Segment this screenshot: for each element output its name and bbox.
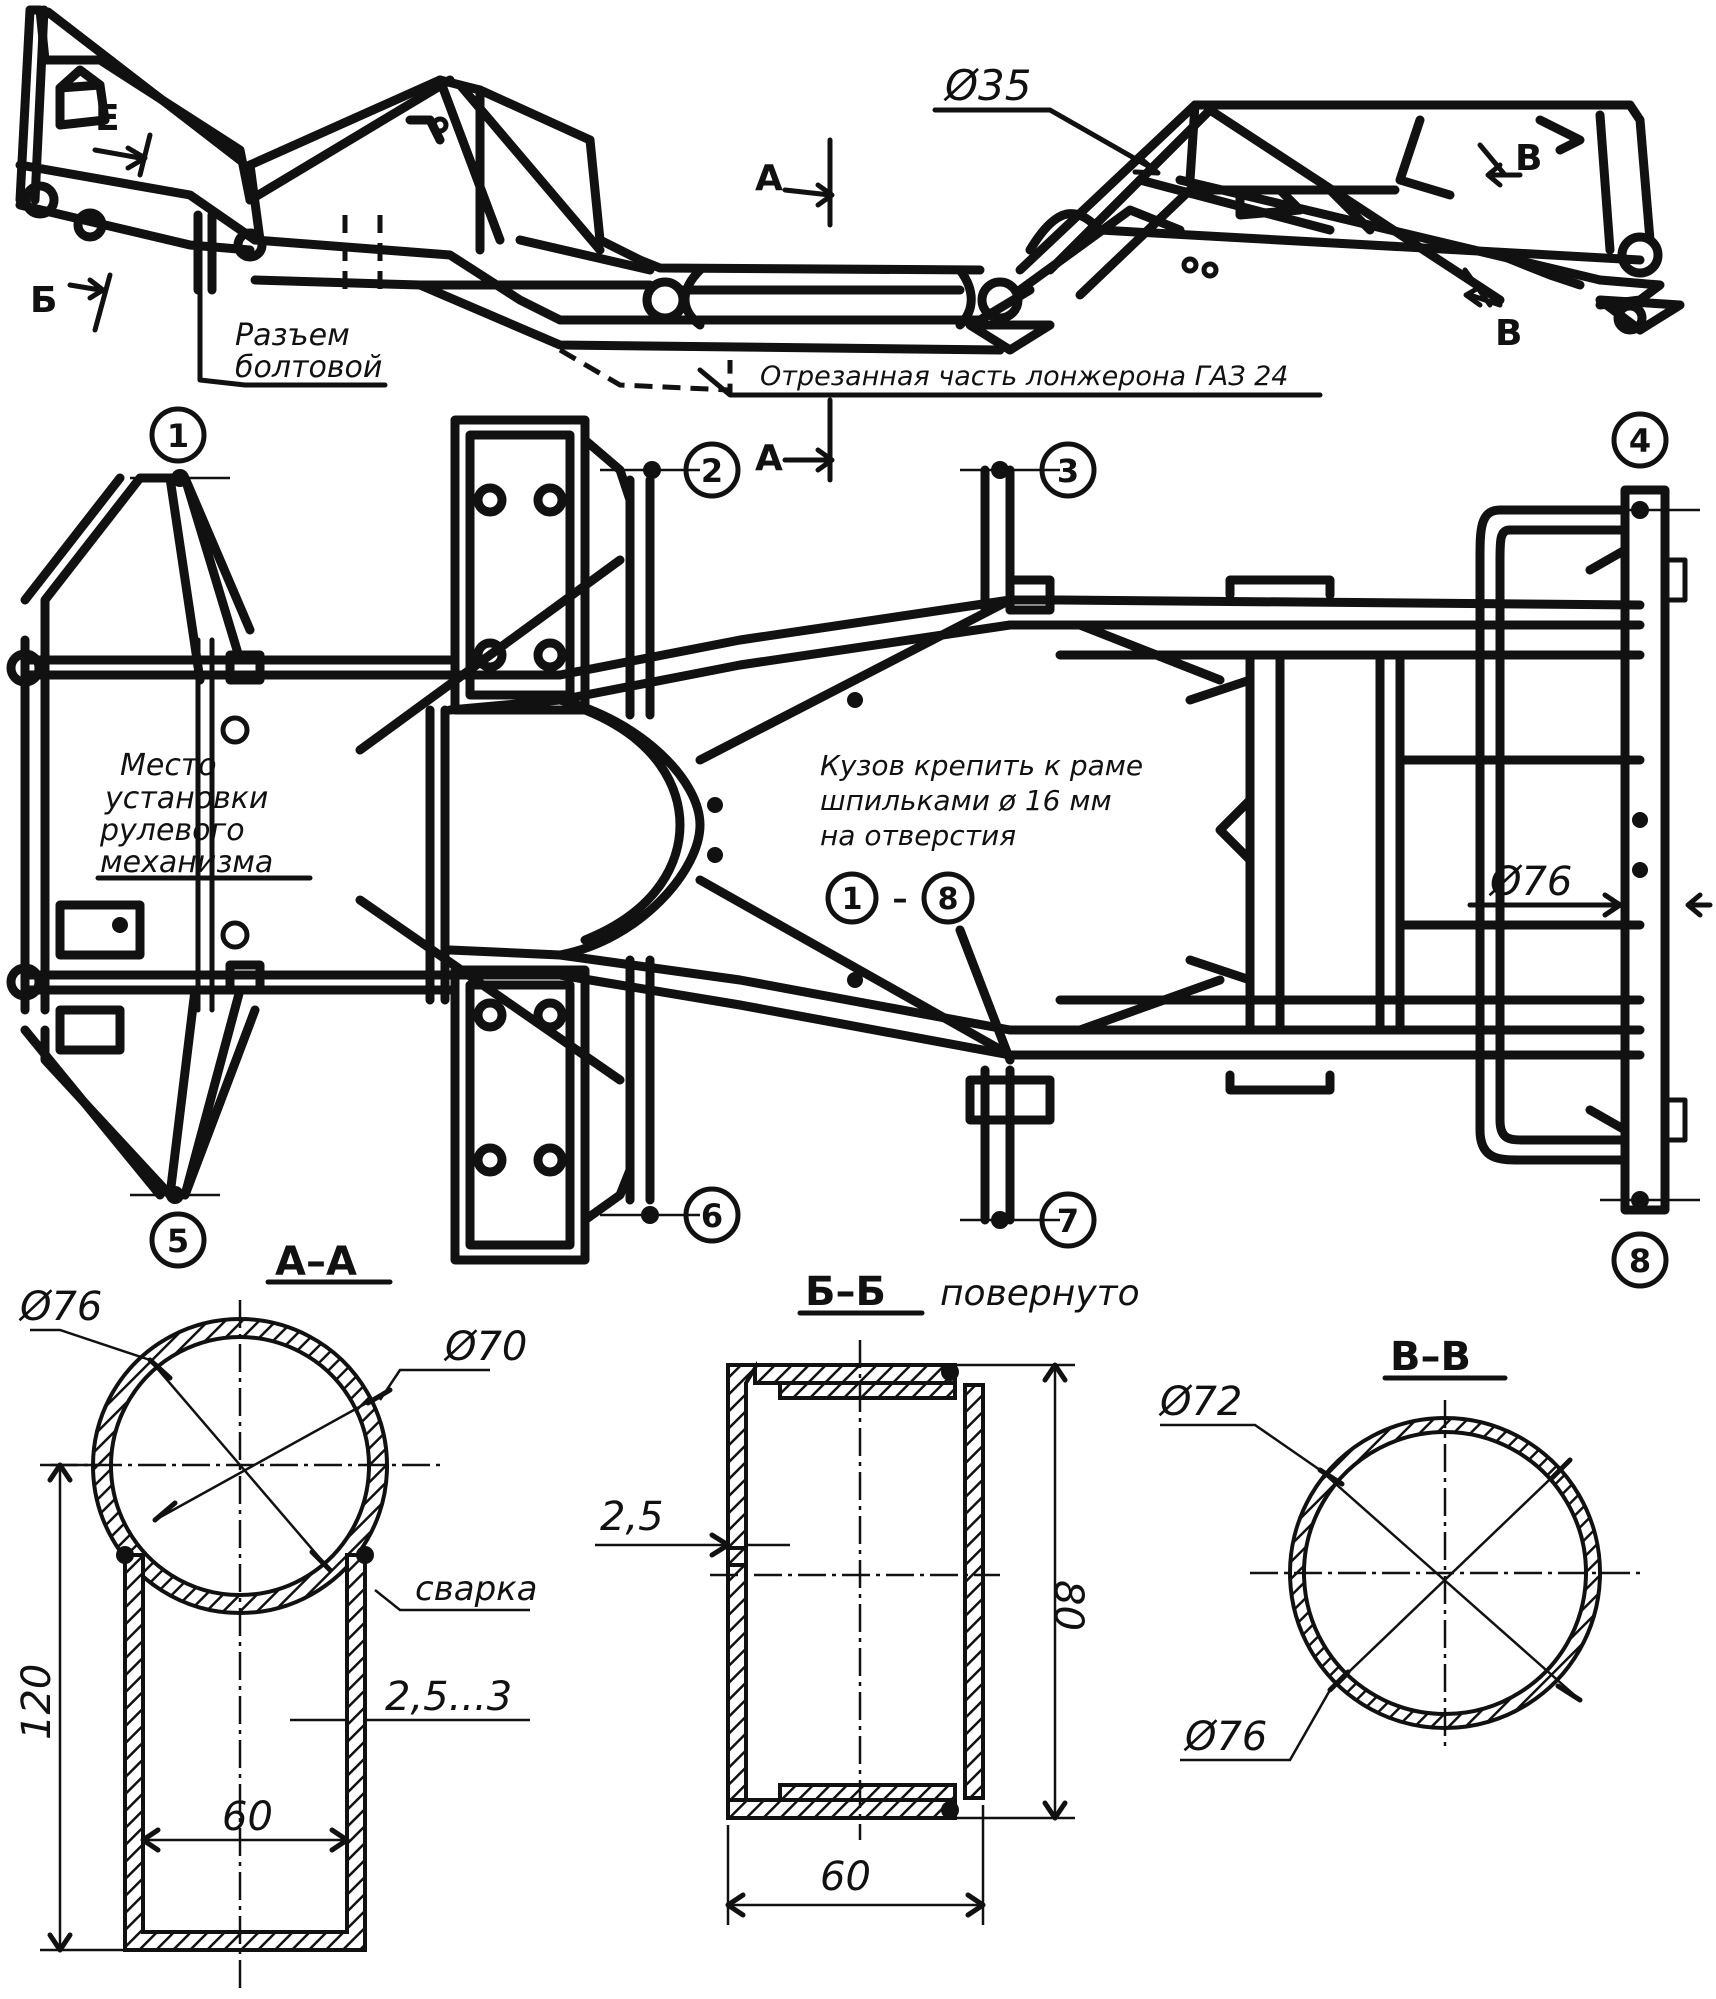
diameter-35-label: Ø35 xyxy=(943,61,1032,110)
mount-point-labels: 1 2 3 4 5 6 7 8 xyxy=(149,406,1669,1289)
aa-outer-diameter: Ø76 xyxy=(18,1284,102,1330)
plan-view: 1 2 3 4 5 6 7 8 Место установки рулевого… xyxy=(6,406,1713,1289)
body-note-line-3: на отверстия xyxy=(820,819,1016,852)
aa-inner-diameter: Ø70 xyxy=(443,1324,527,1370)
bb-height: 80 xyxy=(1045,1580,1091,1631)
range-from-label: 1 xyxy=(842,882,863,917)
mount-label-3: 3 xyxy=(1057,452,1079,490)
view-v-top-label: В xyxy=(1515,138,1542,179)
view-b-label: Б xyxy=(30,280,57,321)
bb-width: 60 xyxy=(820,1854,871,1900)
cut-part-label: Отрезанная часть лонжерона ГАЗ 24 xyxy=(760,361,1288,392)
mount-label-2: 2 xyxy=(701,452,723,490)
section-a-bottom-label: А xyxy=(755,438,783,479)
section-bb-note: повернуто xyxy=(940,1273,1140,1314)
bb-wall: 2,5 xyxy=(600,1494,664,1540)
mount-label-5: 5 xyxy=(167,1222,189,1260)
body-note-line-2: шпильками ø 16 мм xyxy=(820,784,1112,817)
mount-label-8: 8 xyxy=(1629,1242,1651,1280)
vv-inner-diameter: Ø72 xyxy=(1158,1379,1242,1425)
mount-label-6: 6 xyxy=(701,1197,723,1235)
steering-note-line-2: установки xyxy=(104,781,268,816)
range-to-label: 8 xyxy=(938,882,959,917)
aa-width: 60 xyxy=(222,1794,273,1840)
mount-label-7: 7 xyxy=(1057,1202,1079,1240)
section-vv-title: В–В xyxy=(1390,1334,1471,1380)
section-aa-title: А–А xyxy=(275,1239,357,1285)
diameter-76-plan-label: Ø76 xyxy=(1488,859,1572,905)
steering-note-line-1: Место xyxy=(120,748,217,783)
mount-label-4: 4 xyxy=(1629,422,1651,460)
mount-label-1: 1 xyxy=(167,417,189,455)
vv-outer-diameter: Ø76 xyxy=(1183,1714,1267,1760)
body-note-line-1: Кузов крепить к раме xyxy=(820,749,1143,782)
view-e-label: Е xyxy=(95,98,120,139)
aa-weld-label: сварка xyxy=(415,1569,538,1609)
section-aa: А–А Ø76 Ø70 120 60 2,5...3 сварка xyxy=(14,1239,538,1990)
bolt-joint-label-1: Разъем xyxy=(235,318,350,353)
view-v-bottom-label: В xyxy=(1495,313,1522,354)
aa-height: 120 xyxy=(14,1664,60,1740)
section-vv: В–В Ø72 Ø76 xyxy=(1158,1334,1640,1762)
section-bb: Б–Б повернуто 80 60 2,5 xyxy=(595,1269,1140,1925)
bolt-joint-label-2: болтовой xyxy=(235,350,382,385)
steering-note-line-4: механизма xyxy=(100,845,273,880)
steering-note-line-3: рулевого xyxy=(99,813,245,848)
range-dash-label: – xyxy=(893,882,908,917)
aa-wall: 2,5...3 xyxy=(385,1674,512,1720)
section-a-top-label: А xyxy=(755,158,783,199)
section-bb-title: Б–Б xyxy=(805,1269,886,1315)
side-view: А А Е Б В В Ø35 Разъем болтовой Отрезанн… xyxy=(15,5,1685,483)
